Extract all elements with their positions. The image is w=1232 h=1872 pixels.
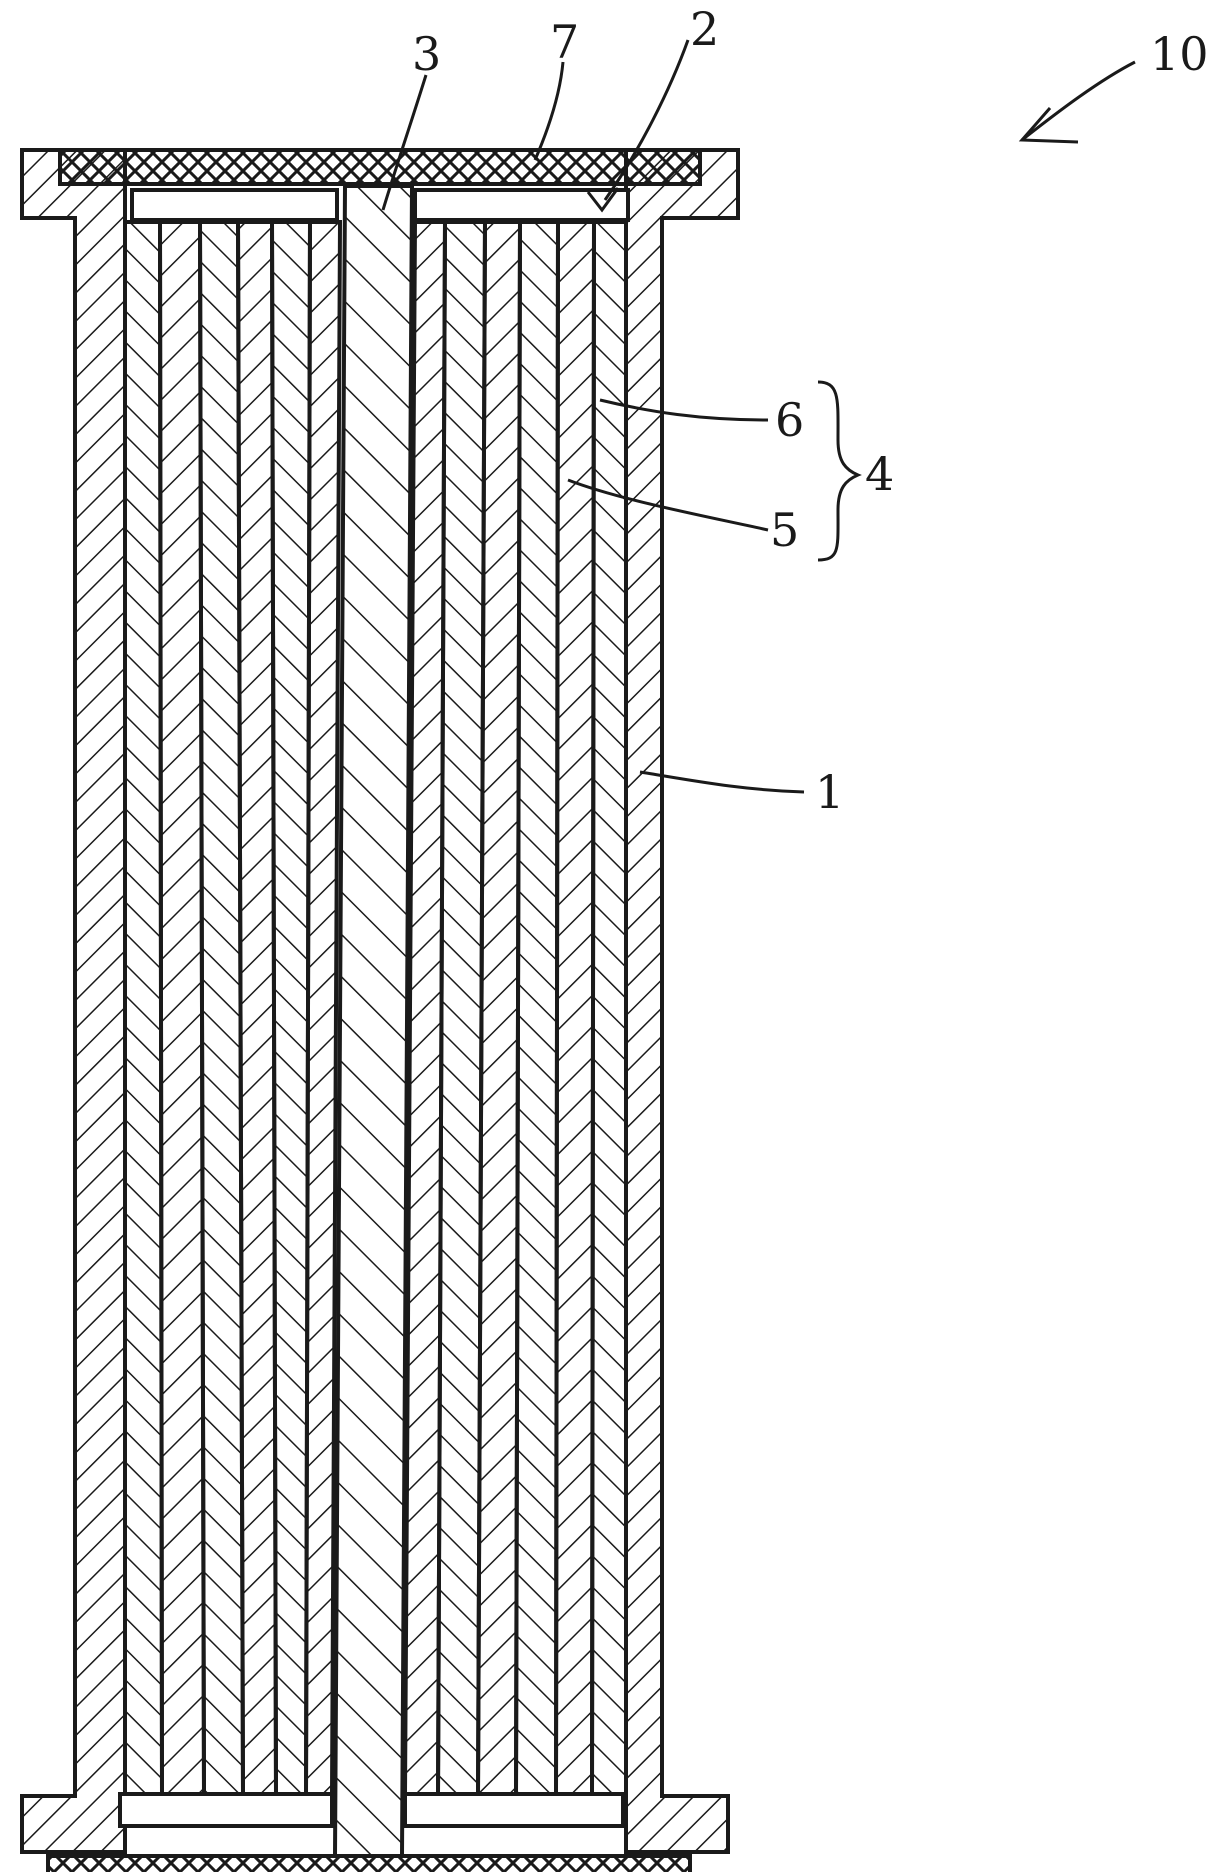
inner-layer-leader bbox=[567, 478, 769, 532]
casing-leader bbox=[639, 770, 805, 794]
left-layer-5 bbox=[269, 220, 313, 1796]
layer-pair-brace bbox=[817, 380, 862, 562]
gap-bottom-right bbox=[403, 1792, 625, 1828]
end-plate-leader bbox=[533, 61, 565, 161]
gap-bottom-left bbox=[118, 1792, 334, 1828]
left-layer-2 bbox=[157, 220, 207, 1796]
label-end-plate: 7 bbox=[550, 15, 579, 69]
label-end-gap: 2 bbox=[690, 2, 719, 56]
end-plate-bottom bbox=[46, 1854, 692, 1872]
core-tube bbox=[332, 184, 415, 1858]
assembly-arrow bbox=[1021, 60, 1136, 142]
end-gap-arrowhead bbox=[586, 187, 620, 213]
outer-layer-leader bbox=[599, 398, 769, 422]
right-layer-5 bbox=[553, 220, 597, 1796]
label-core-tube: 3 bbox=[412, 27, 441, 81]
end-plate-top bbox=[58, 148, 702, 186]
casing-left-wall bbox=[20, 148, 127, 1854]
right-layer-4 bbox=[513, 220, 561, 1796]
label-assembly: 10 bbox=[1150, 27, 1209, 81]
left-layer-stack bbox=[123, 220, 343, 1796]
core-tube-leader bbox=[381, 74, 428, 211]
right-layer-3 bbox=[475, 220, 523, 1796]
left-layer-3 bbox=[197, 220, 246, 1796]
leader-lines bbox=[381, 39, 1136, 794]
reference-labels: 10 3 7 2 6 4 5 1 bbox=[412, 2, 1209, 819]
casing-right-wall bbox=[624, 148, 740, 1854]
label-layer-pair: 4 bbox=[865, 447, 894, 501]
right-layer-6 bbox=[589, 220, 628, 1796]
label-inner-layer: 5 bbox=[770, 503, 799, 557]
left-layer-6 bbox=[303, 220, 343, 1796]
assembly-arrowhead bbox=[1018, 107, 1079, 144]
gap-top-right bbox=[413, 188, 630, 222]
left-layer-1 bbox=[123, 220, 165, 1796]
gap-top-left bbox=[130, 188, 339, 222]
label-outer-layer: 6 bbox=[775, 393, 804, 447]
right-layer-stack bbox=[402, 220, 628, 1796]
left-layer-4 bbox=[235, 220, 279, 1796]
end-gap-leader bbox=[603, 39, 690, 201]
end-gaps bbox=[118, 188, 630, 1828]
label-casing: 1 bbox=[815, 765, 844, 819]
